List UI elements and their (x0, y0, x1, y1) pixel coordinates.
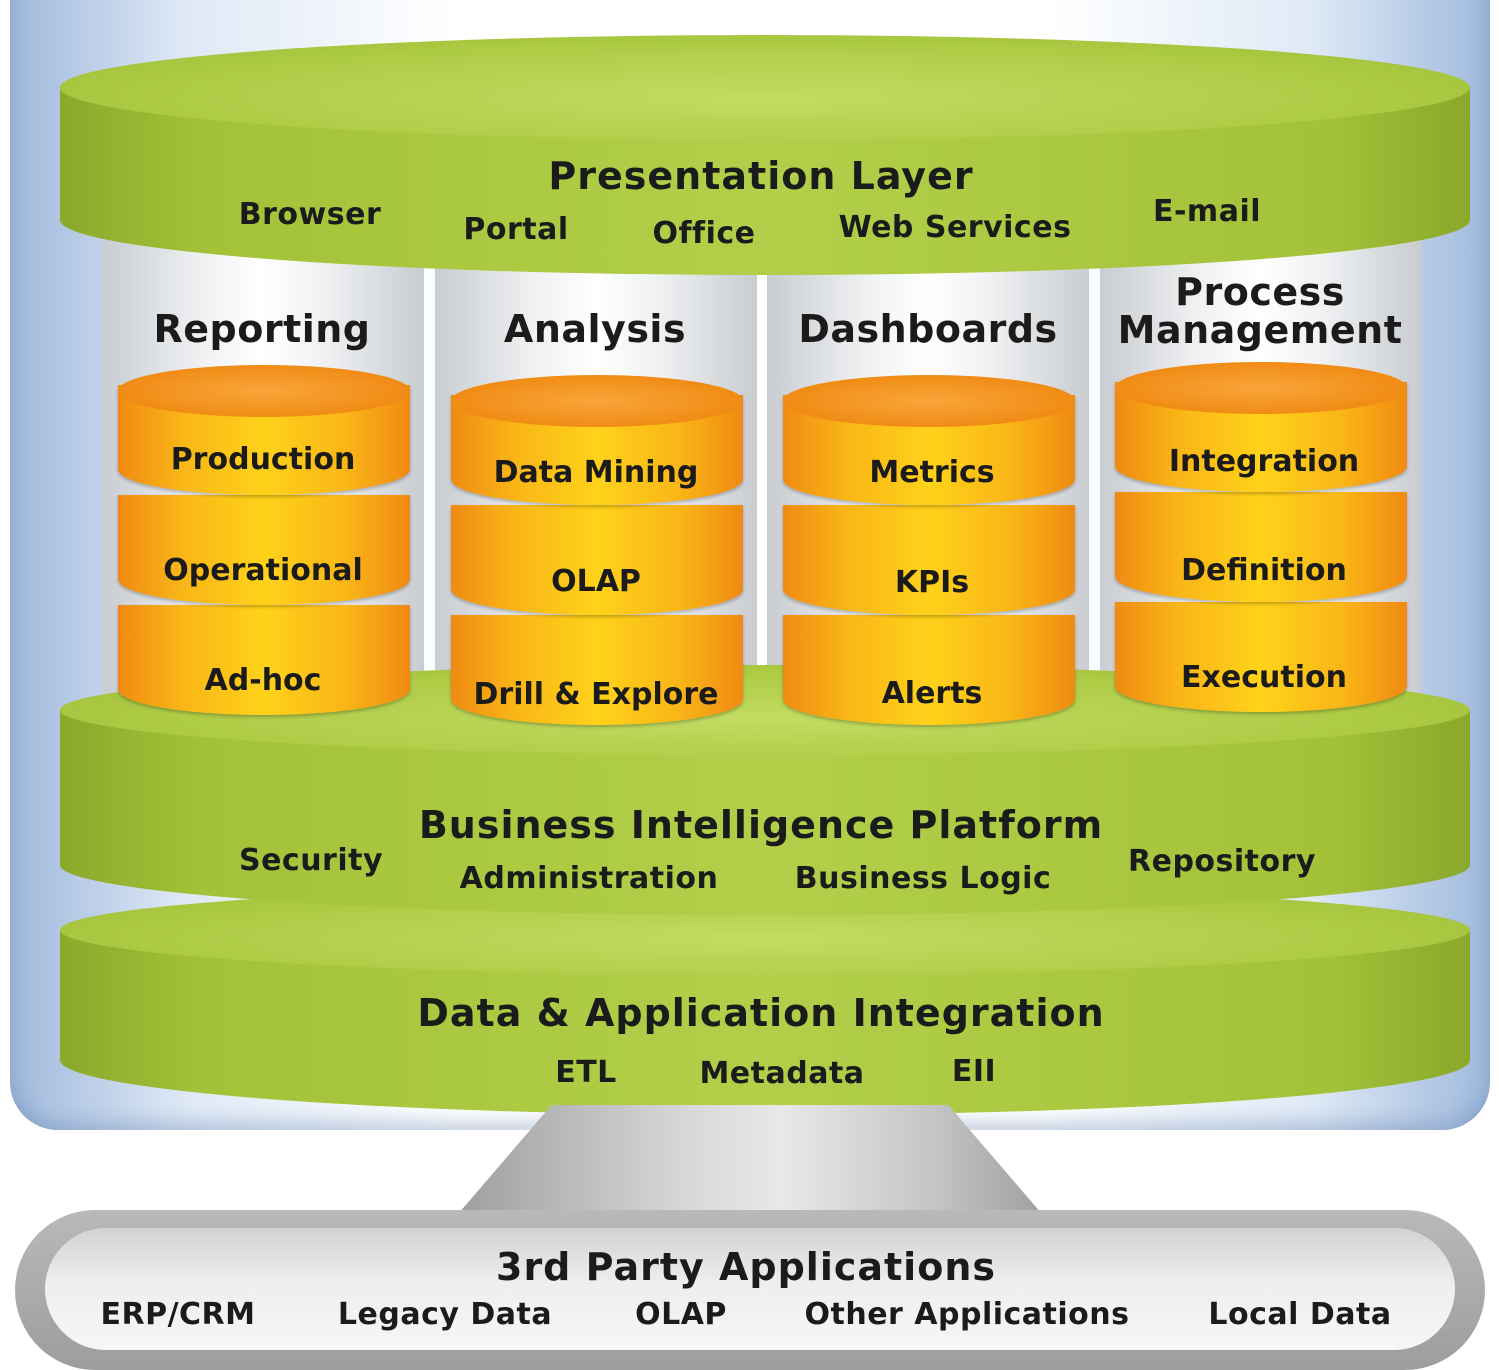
cylinder-item: Drill & Explore (473, 677, 719, 712)
cylinder-item: Alerts (881, 676, 983, 711)
cylinder-item: Ad-hoc (204, 663, 322, 698)
column-title-analysis: Analysis (503, 307, 687, 351)
third-party-item: ERP/CRM (100, 1297, 256, 1332)
presentation-item: Portal (463, 212, 569, 247)
bi-platform-item: Business Logic (794, 861, 1052, 896)
third-party-item: OLAP (635, 1297, 727, 1332)
bi-platform-title: Business Intelligence Platform (418, 803, 1104, 847)
third-party-item: Other Applications (804, 1297, 1130, 1332)
third-party-item: Local Data (1208, 1297, 1392, 1332)
presentation-item: Office (652, 216, 756, 251)
data-integration-item: ETL (555, 1055, 617, 1090)
cylinder-item: Definition (1181, 553, 1347, 588)
cylinder-item: Data Mining (493, 455, 699, 490)
cylinder-analysis (451, 375, 743, 745)
data-integration-item: EII (951, 1054, 997, 1089)
cylinder-item: Integration (1168, 444, 1360, 479)
presentation-item: Web Services (838, 210, 1072, 245)
column-title-reporting: Reporting (153, 307, 371, 351)
cylinder-item: Operational (163, 553, 363, 588)
cylinder-item: Execution (1181, 660, 1347, 695)
presentation-item: Browser (238, 197, 382, 232)
third-party-base-inner (45, 1228, 1455, 1350)
cylinder-item: Metrics (869, 455, 995, 490)
presentation-layer-title: Presentation Layer (548, 154, 974, 198)
presentation-item: E-mail (1152, 194, 1262, 229)
cylinder-item: KPIs (894, 565, 970, 600)
column-title-process-line2: Management (1117, 308, 1403, 352)
cylinder-reporting (118, 365, 410, 735)
data-integration-title: Data & Application Integration (417, 991, 1105, 1035)
cylinder-process-management (1115, 362, 1407, 732)
presentation-layer (60, 35, 1470, 280)
third-party-title: 3rd Party Applications (496, 1245, 996, 1289)
third-party-item: Legacy Data (337, 1297, 553, 1332)
column-title-process-line1: Process (1175, 270, 1345, 314)
data-integration-item: Metadata (699, 1056, 865, 1091)
cylinder-item: OLAP (551, 564, 641, 599)
cylinder-dashboards (783, 375, 1075, 745)
bi-platform-item: Administration (459, 861, 719, 896)
bi-platform-item: Repository (1128, 844, 1316, 879)
column-title-dashboards: Dashboards (798, 307, 1058, 351)
cylinder-item: Production (170, 442, 356, 477)
bi-platform-item: Security (238, 843, 384, 878)
